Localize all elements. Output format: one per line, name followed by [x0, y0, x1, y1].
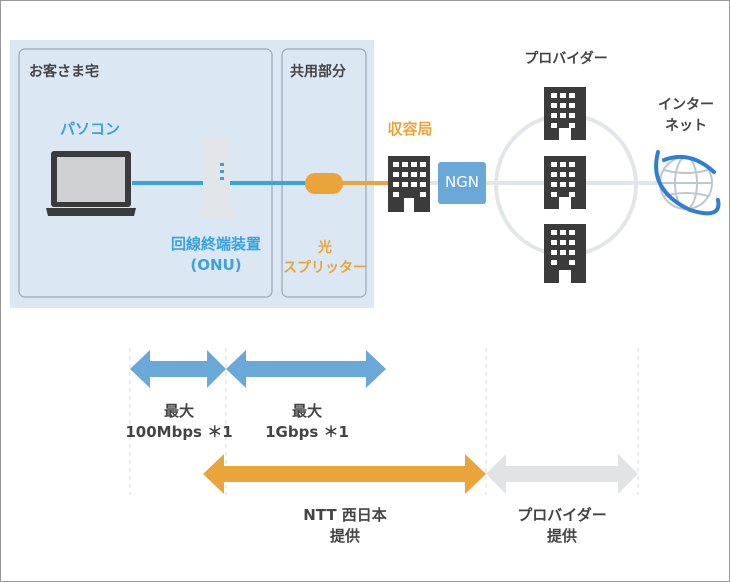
- speed-100mbps-line2: 100Mbps ＊1: [125, 423, 233, 441]
- home-zone-label: お客さま宅: [29, 64, 99, 80]
- speed-100mbps-line1: 最大: [163, 402, 194, 420]
- ntt-range-arrow: [203, 454, 486, 494]
- ngn-label: NGN: [444, 173, 480, 191]
- provider-building-icon: [544, 87, 586, 140]
- internet-label: インター ネット: [645, 95, 727, 137]
- provider-building-icon: [544, 156, 586, 209]
- ntt-provided-label: NTT 西日本 提供: [282, 505, 408, 547]
- shared-zone-label: 共用部分: [290, 64, 346, 80]
- splitter-label-line1: 光: [318, 240, 332, 256]
- provider-label: プロバイダー: [524, 51, 608, 67]
- speed-1gbps-label: 最大 1Gbps ＊1: [246, 401, 368, 443]
- internet-label-line1: インター: [658, 97, 714, 113]
- office-building-icon: [388, 156, 430, 212]
- isp-provided-label: プロバイダー 提供: [500, 505, 624, 547]
- speed-arrow-1gbps: [226, 350, 386, 388]
- ntt-provided-line1: NTT 西日本: [303, 506, 387, 524]
- speed-1gbps-line2: 1Gbps ＊1: [265, 423, 349, 441]
- laptop-icon: [46, 151, 136, 216]
- splitter-label-line2: スプリッター: [283, 260, 367, 276]
- isp-provided-line2: 提供: [546, 527, 577, 545]
- pc-label: パソコン: [60, 120, 121, 138]
- speed-arrow-100mbps: [130, 350, 226, 388]
- speed-100mbps-label: 最大 100Mbps ＊1: [118, 401, 240, 443]
- onu-label-line1: 回線終端装置: [170, 235, 261, 253]
- isp-provided-line1: プロバイダー: [517, 506, 607, 524]
- globe-icon: [654, 150, 721, 216]
- ntt-provided-line2: 提供: [329, 527, 360, 545]
- onu-device-icon: [199, 137, 233, 217]
- shared-zone-box: [281, 48, 367, 298]
- provider-range-arrow: [486, 454, 638, 494]
- internet-label-line2: ネット: [665, 118, 707, 134]
- splitter-label: 光 スプリッター: [280, 238, 370, 278]
- office-label: 収容局: [387, 120, 433, 138]
- provider-building-icon: [544, 224, 586, 283]
- onu-label: 回線終端装置 (ONU): [160, 234, 272, 276]
- onu-label-line2: (ONU): [190, 256, 242, 274]
- ngn-box: [438, 162, 486, 204]
- speed-1gbps-line1: 最大: [291, 402, 322, 420]
- splitter-icon: [305, 173, 343, 194]
- home-zone-box: [18, 48, 273, 298]
